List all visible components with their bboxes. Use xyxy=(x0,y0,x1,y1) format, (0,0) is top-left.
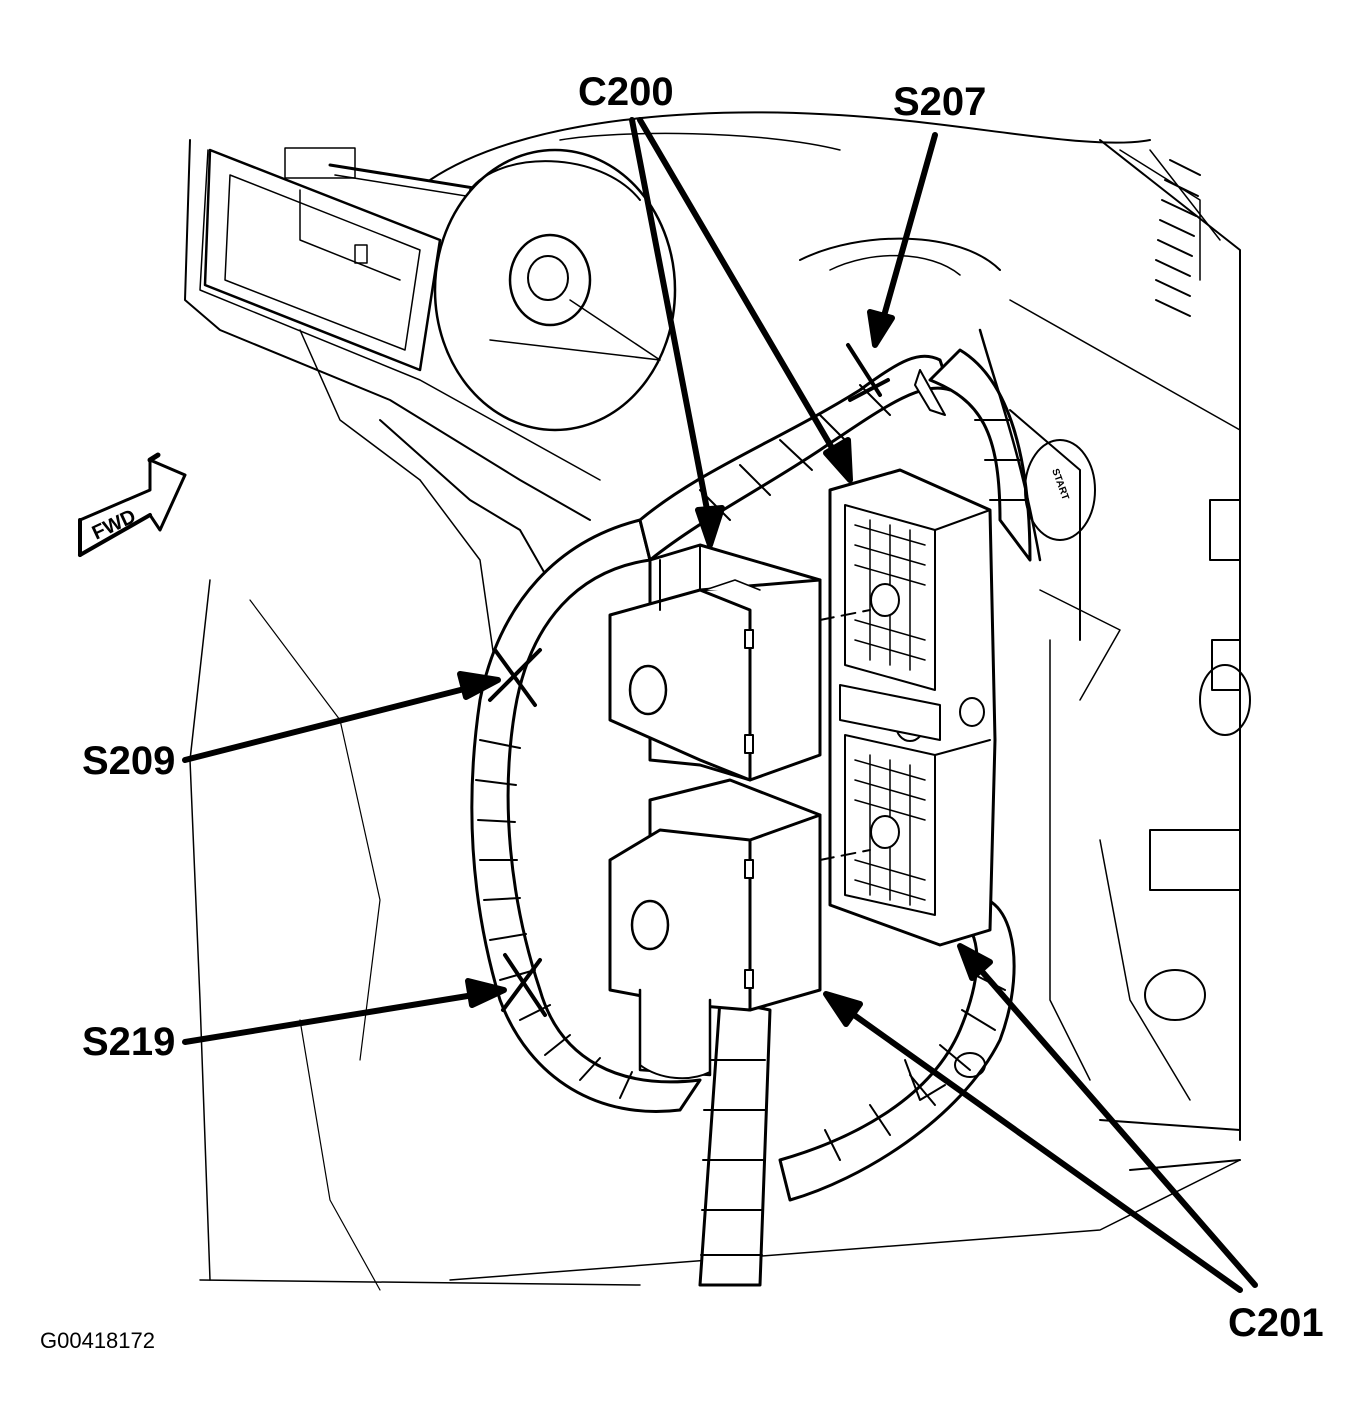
callout-s219: S219 xyxy=(82,1020,176,1064)
ignition-panel: START xyxy=(904,409,1251,1171)
c200-connector-upper xyxy=(608,543,822,782)
splice-s219-mark xyxy=(501,953,547,1017)
splice-marks xyxy=(488,343,890,1017)
start-label: START xyxy=(1049,467,1070,501)
figure-id: G00418172 xyxy=(40,1328,155,1353)
splice-s209-mark xyxy=(488,648,542,707)
callout-c200: C200 xyxy=(578,70,674,114)
callout-s207: S207 xyxy=(893,80,987,124)
fwd-arrow-icon: FWD xyxy=(78,452,187,557)
callout-arrows xyxy=(182,117,1258,1293)
callout-s209: S209 xyxy=(82,739,176,783)
column-hub xyxy=(433,148,677,432)
c201-connector xyxy=(819,468,997,947)
splice-s207-mark xyxy=(846,343,890,402)
c200-connector-lower xyxy=(608,778,822,1080)
callout-c201: C201 xyxy=(1228,1301,1324,1345)
